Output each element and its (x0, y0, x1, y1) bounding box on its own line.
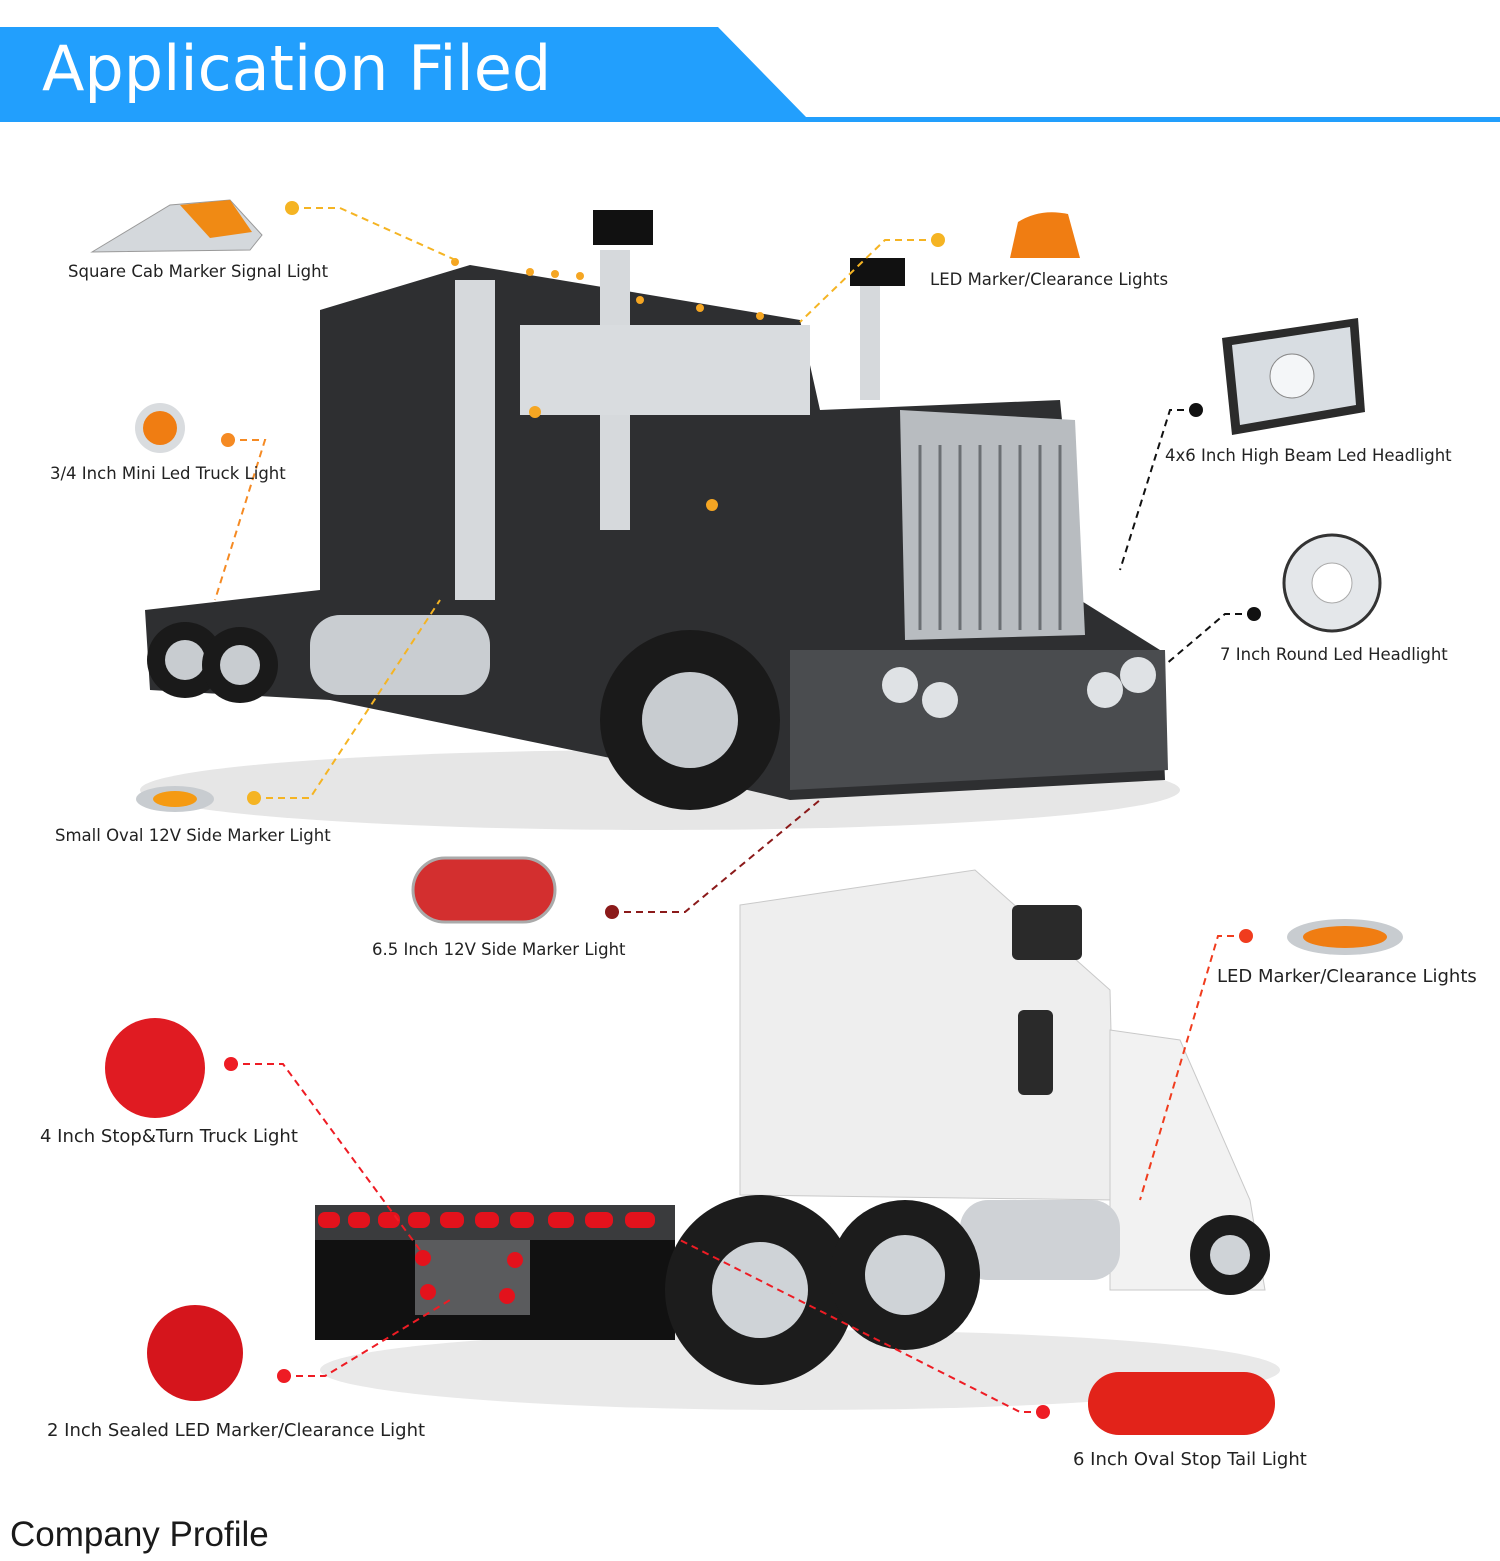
callout-label: 2 Inch Sealed LED Marker/Clearance Light (47, 1420, 426, 1441)
callout-label: 6 Inch Oval Stop Tail Light (1073, 1449, 1307, 1470)
callout-label: 3/4 Inch Mini Led Truck Light (50, 464, 286, 483)
callout-label: 6.5 Inch 12V Side Marker Light (372, 940, 626, 959)
callout-label: 7 Inch Round Led Headlight (1220, 645, 1448, 664)
callout-label: Small Oval 12V Side Marker Light (55, 826, 331, 845)
product-led-marker-oval (1287, 919, 1403, 955)
callout-label: LED Marker/Clearance Lights (930, 270, 1169, 289)
product-small-oval-marker (136, 786, 214, 812)
header-banner (0, 27, 1500, 122)
callout-label: 4 Inch Stop&Turn Truck Light (40, 1126, 298, 1147)
product-6inch-oval-tail (1088, 1372, 1275, 1435)
product-6.5-side-marker (411, 856, 557, 924)
product-led-marker-clearance (1010, 212, 1080, 258)
callout-label: LED Marker/Clearance Lights (1217, 966, 1477, 987)
product-4inch-stop-turn (105, 1018, 205, 1118)
product-2inch-sealed (147, 1305, 243, 1401)
rear-truck-image (315, 869, 1280, 1410)
product-7inch-round-headlight (1282, 533, 1382, 633)
section-title-company-profile: Company Profile (10, 1515, 269, 1554)
front-truck-image (140, 210, 1180, 830)
product-mini-led-light (135, 403, 185, 453)
product-square-cab-marker (90, 199, 263, 253)
callout-label: 4x6 Inch High Beam Led Headlight (1165, 446, 1452, 465)
product-4x6-headlight (1222, 318, 1365, 435)
callout-label: Square Cab Marker Signal Light (68, 262, 329, 281)
page-title: Application Filed (42, 32, 552, 105)
